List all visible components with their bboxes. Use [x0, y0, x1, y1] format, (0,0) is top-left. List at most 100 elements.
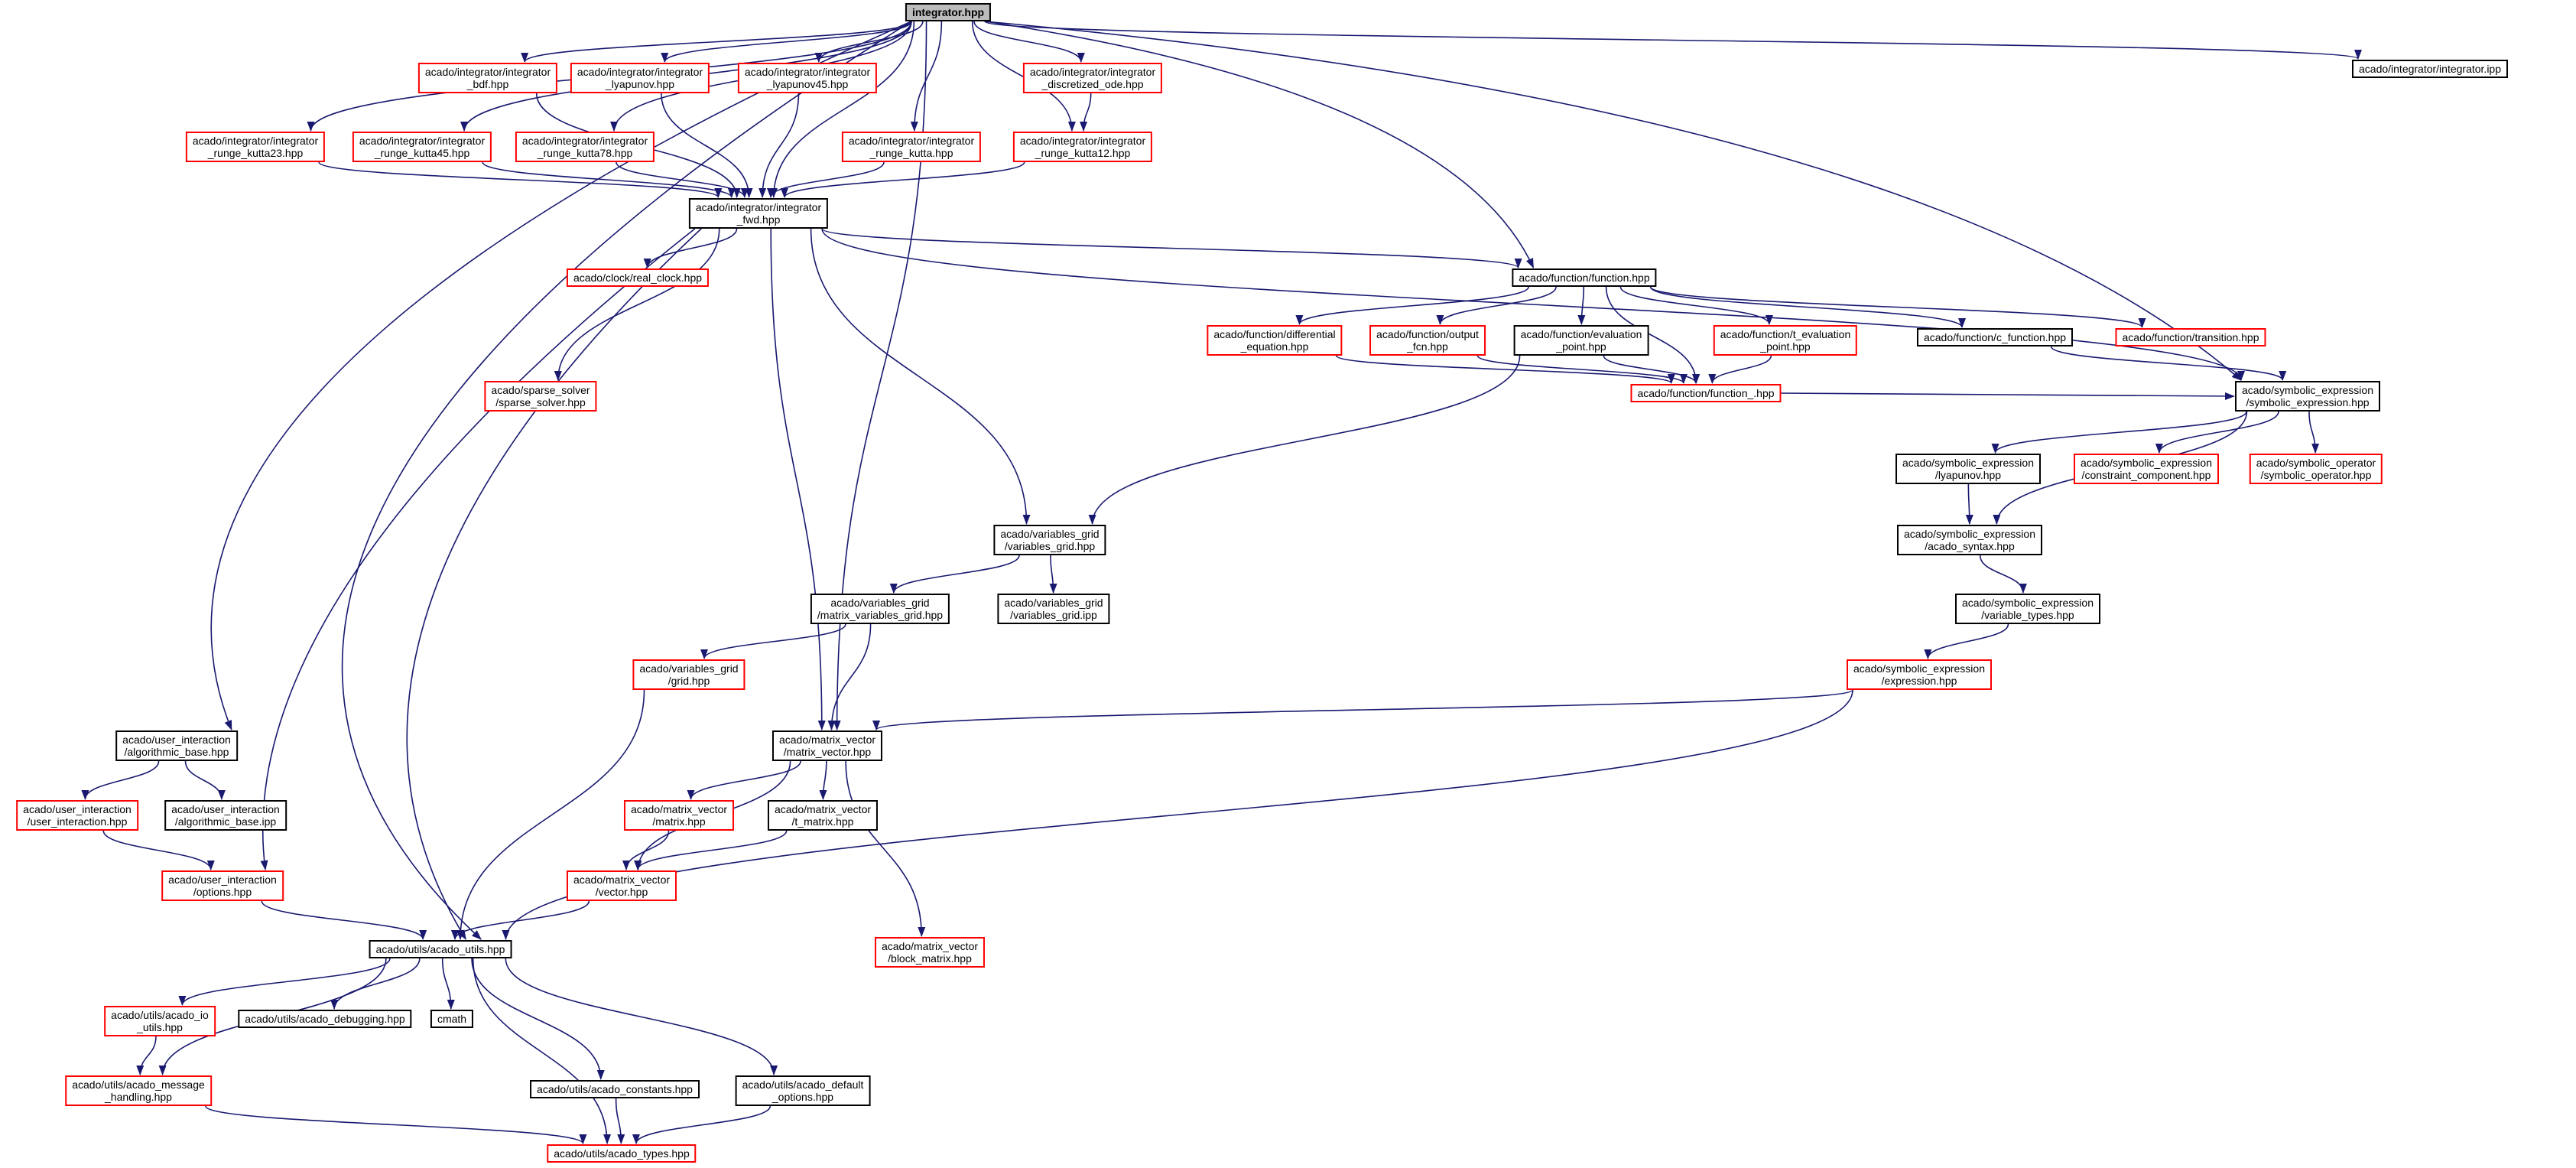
graph-edge-diff-eq--function-: [1335, 355, 1675, 384]
graph-edge-int-fwd--real-clock: [643, 228, 738, 268]
graph-node-matrix[interactable]: acado/matrix_vector /matrix.hpp: [623, 800, 735, 831]
graph-edge-t-eval-point--function-: [1708, 355, 1772, 384]
graph-edge-integrator--acado-utils: [341, 21, 912, 940]
graph-edge-variables-grid--matrix-variables-grid: [889, 555, 1020, 594]
graph-edge-function--t-eval-point: [1619, 286, 1773, 325]
graph-node-transition[interactable]: acado/function/transition.hpp: [2115, 328, 2266, 346]
graph-node-matrix-variables-grid[interactable]: acado/variables_grid /matrix_variables_g…: [810, 594, 950, 624]
graph-node-types[interactable]: acado/utils/acado_types.hpp: [547, 1144, 697, 1163]
graph-node-constraint-comp[interactable]: acado/symbolic_expression /constraint_co…: [2074, 454, 2219, 484]
graph-edge-integrator--rk12: [971, 21, 1076, 132]
graph-edge-rk45--int-fwd: [482, 161, 736, 198]
graph-edge-acado-utils--io-utils: [178, 958, 391, 1006]
graph-edge-grid--acado-utils: [456, 689, 645, 940]
graph-edge-expression--matrix-vector: [872, 689, 1853, 730]
graph-node-output-fcn[interactable]: acado/function/output _fcn.hpp: [1369, 325, 1486, 356]
graph-node-t-eval-point[interactable]: acado/function/t_evaluation _point.hpp: [1713, 325, 1858, 356]
graph-node-sym-operator[interactable]: acado/symbolic_operator /symbolic_operat…: [2249, 454, 2383, 484]
graph-node-io-utils[interactable]: acado/utils/acado_io _utils.hpp: [104, 1006, 216, 1036]
graph-node-default-options[interactable]: acado/utils/acado_default _options.hpp: [735, 1075, 871, 1106]
graph-node-acado-utils[interactable]: acado/utils/acado_utils.hpp: [369, 940, 512, 958]
graph-node-algorithmic-base[interactable]: acado/user_interaction /algorithmic_base…: [115, 730, 238, 761]
graph-node-grid[interactable]: acado/variables_grid /grid.hpp: [632, 659, 746, 690]
graph-edge-user-interaction--options: [102, 830, 215, 870]
graph-edge-acado-utils--debugging: [330, 958, 421, 1010]
graph-edge-eval-point--variables-grid: [1088, 355, 1521, 525]
graph-edge-acado-utils--default-options: [505, 958, 778, 1075]
graph-edge-integrator--algorithmic-base: [210, 21, 912, 730]
graph-node-block-matrix[interactable]: acado/matrix_vector /block_matrix.hpp: [874, 937, 986, 968]
graph-node-matrix-vector[interactable]: acado/matrix_vector /matrix_vector.hpp: [772, 730, 883, 761]
graph-node-rk[interactable]: acado/integrator/integrator _runge_kutta…: [841, 132, 982, 162]
graph-node-debugging[interactable]: acado/utils/acado_debugging.hpp: [238, 1010, 412, 1028]
graph-node-message-handling[interactable]: acado/utils/acado_message _handling.hpp: [65, 1075, 212, 1106]
graph-edge-matrix-variables-grid--matrix-vector: [827, 623, 872, 730]
graph-node-rk23[interactable]: acado/integrator/integrator _runge_kutta…: [185, 132, 326, 162]
graph-edge-int-fwd--acado-utils: [406, 228, 702, 940]
graph-node-t-matrix[interactable]: acado/matrix_vector /t_matrix.hpp: [767, 800, 879, 831]
graph-node-expression[interactable]: acado/symbolic_expression /expression.hp…: [1847, 659, 1992, 690]
graph-edge-matrix--vector: [622, 830, 670, 870]
graph-node-user-interaction[interactable]: acado/user_interaction /user_interaction…: [16, 800, 138, 831]
graph-node-sym-expr[interactable]: acado/symbolic_expression /symbolic_expr…: [2235, 381, 2380, 412]
graph-node-int-lyapunov[interactable]: acado/integrator/integrator _lyapunov.hp…: [570, 63, 710, 93]
graph-edge-options--acado-utils: [261, 900, 427, 940]
graph-edge-default-options--types: [632, 1105, 772, 1144]
graph-edge-function--eval-point: [1577, 286, 1586, 325]
graph-edge-algorithmic-base--algorithmic-base-ipp: [184, 760, 226, 800]
graph-edge-int-lyapunov45--int-fwd: [759, 93, 800, 198]
graph-edge-sym-expr--sym-operator: [2308, 411, 2320, 454]
graph-node-vector[interactable]: acado/matrix_vector /vector.hpp: [566, 870, 677, 901]
graph-edge-int-discretized-ode--rk12: [1080, 93, 1092, 132]
graph-node-diff-eq[interactable]: acado/function/differential _equation.hp…: [1207, 325, 1343, 356]
graph-node-function-[interactable]: acado/function/function_.hpp: [1630, 384, 1782, 402]
graph-node-sym-lyapunov[interactable]: acado/symbolic_expression /lyapunov.hpp: [1895, 454, 2041, 484]
graph-edge-rk--int-fwd: [767, 161, 885, 198]
graph-node-variables-grid-ipp: acado/variables_grid /variables_grid.ipp: [997, 594, 1110, 624]
graph-edge-io-utils--message-handling: [136, 1036, 157, 1075]
graph-edge-function--output-fcn: [1436, 286, 1557, 325]
graph-edge-int-lyapunov--int-fwd: [661, 93, 753, 198]
graph-node-integrator-ipp: acado/integrator/integrator.ipp: [2351, 60, 2509, 78]
graph-edge-constants--types: [615, 1098, 625, 1144]
graph-edge-int-fwd--function: [821, 228, 1522, 268]
graph-edge-integrator--int-lyapunov45: [814, 21, 924, 63]
graph-edge-vector--acado-utils: [451, 900, 590, 940]
graph-edge-acado-utils--constants: [471, 958, 605, 1080]
graph-edge-int-fwd--variables-grid: [810, 228, 1031, 525]
graph-node-eval-point[interactable]: acado/function/evaluation _point.hpp: [1513, 325, 1649, 356]
graph-edge-integrator--integrator-ipp: [984, 21, 2362, 60]
graph-edge-rk23--int-fwd: [318, 161, 723, 198]
graph-node-int-discretized-ode[interactable]: acado/integrator/integrator _discretized…: [1022, 63, 1163, 93]
graph-edge-int-fwd--sparse-solver: [554, 228, 720, 381]
graph-node-integrator: integrator.hpp: [905, 3, 992, 21]
graph-edge-function---sym-expr: [1781, 392, 2236, 400]
graph-node-rk45[interactable]: acado/integrator/integrator _runge_kutta…: [352, 132, 492, 162]
graph-edge-sym-expr--sym-lyapunov: [1991, 411, 2247, 454]
graph-edge-function--function-: [1605, 286, 1701, 384]
graph-edge-function--c-function: [1649, 286, 1966, 328]
graph-node-rk78[interactable]: acado/integrator/integrator _runge_kutta…: [515, 132, 655, 162]
graph-node-c-function[interactable]: acado/function/c_function.hpp: [1916, 328, 2074, 346]
graph-node-variable-types[interactable]: acado/symbolic_expression /variable_type…: [1955, 594, 2100, 624]
graph-edge-int-fwd--matrix-vector: [770, 228, 826, 730]
graph-node-real-clock[interactable]: acado/clock/real_clock.hpp: [566, 268, 710, 287]
graph-node-constants[interactable]: acado/utils/acado_constants.hpp: [530, 1080, 700, 1098]
graph-edge-acado-utils--types: [472, 958, 612, 1144]
graph-node-int-lyapunov45[interactable]: acado/integrator/integrator _lyapunov45.…: [737, 63, 878, 93]
graph-edge-matrix-vector--matrix: [687, 760, 801, 800]
graph-node-rk12[interactable]: acado/integrator/integrator _runge_kutta…: [1012, 132, 1153, 162]
graph-edge-matrix-vector--t-matrix: [819, 760, 827, 800]
graph-edge-integrator--int-discretized-ode: [973, 21, 1085, 63]
graph-node-int-bdf[interactable]: acado/integrator/integrator _bdf.hpp: [417, 63, 558, 93]
graph-node-acado-syntax[interactable]: acado/symbolic_expression /acado_syntax.…: [1897, 525, 2042, 555]
graph-node-cmath: cmath: [430, 1010, 474, 1028]
graph-edge-acado-syntax--variable-types: [1979, 555, 2027, 594]
graph-node-function[interactable]: acado/function/function.hpp: [1512, 268, 1657, 287]
graph-node-options[interactable]: acado/user_interaction /options.hpp: [161, 870, 284, 901]
graph-node-variables-grid[interactable]: acado/variables_grid /variables_grid.hpp: [993, 525, 1106, 555]
graph-edge-integrator--int-fwd: [769, 21, 915, 198]
graph-node-int-fwd[interactable]: acado/integrator/integrator _fwd.hpp: [688, 198, 829, 229]
graph-edge-function--diff-eq: [1295, 286, 1529, 325]
graph-node-sparse-solver[interactable]: acado/sparse_solver /sparse_solver.hpp: [484, 381, 597, 412]
